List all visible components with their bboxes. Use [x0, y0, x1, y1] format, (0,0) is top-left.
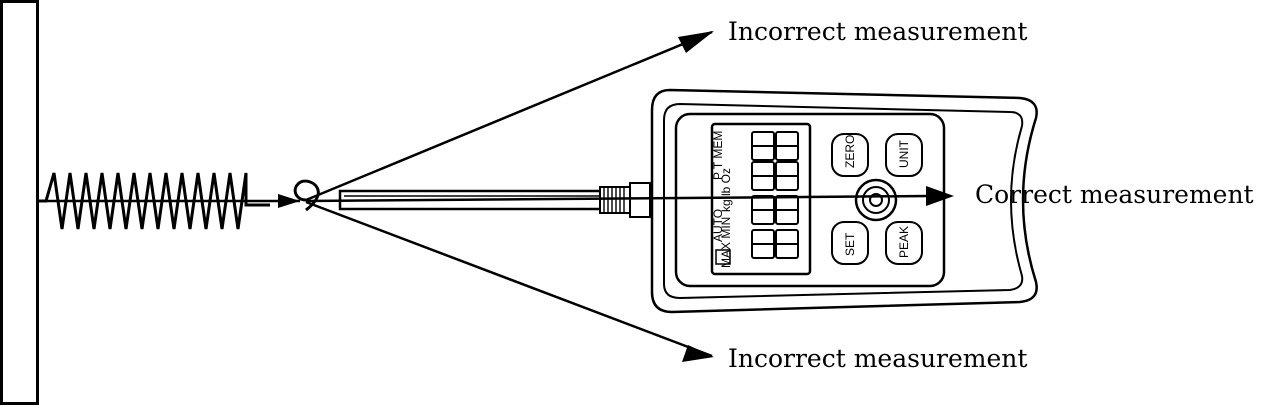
coupling-collar: [629, 182, 651, 218]
set-button-label: SET: [843, 232, 857, 256]
incorrect-bottom-arrow-head: [682, 345, 714, 362]
label-correct: Correct measurement: [975, 180, 1254, 209]
correct-arrow-head: [926, 186, 954, 206]
lcd-row-2: AUTO: [711, 209, 725, 242]
unit-button-label: UNIT: [897, 139, 911, 168]
incorrect-bottom-arrow: [305, 200, 713, 358]
lcd-row-4: P T MEM: [711, 131, 725, 180]
power-button[interactable]: [854, 178, 898, 222]
lcd-digits: [751, 131, 799, 259]
unit-button[interactable]: UNIT: [885, 133, 923, 177]
zero-button[interactable]: ZERO: [831, 133, 869, 177]
zero-button-label: ZERO: [843, 135, 857, 168]
spring: [38, 172, 270, 230]
correct-arrow: [305, 194, 929, 203]
lcd-indicator-box: [715, 249, 731, 265]
coupling-threads: [603, 187, 625, 213]
spring-arrow-head: [278, 194, 300, 208]
lcd-text-group: MAX MIN AUTO kg lb Oz P T MEM: [711, 131, 733, 268]
incorrect-top-arrow-head: [678, 31, 714, 53]
peak-button[interactable]: PEAK: [885, 221, 923, 265]
lcd-row-3: kg lb Oz: [719, 168, 733, 212]
label-incorrect-top: Incorrect measurement: [728, 17, 1027, 46]
label-incorrect-bottom: Incorrect measurement: [728, 344, 1027, 373]
wall: [0, 0, 39, 405]
peak-button-label: PEAK: [897, 226, 911, 258]
incorrect-top-arrow: [305, 30, 713, 202]
set-button[interactable]: SET: [831, 221, 869, 265]
